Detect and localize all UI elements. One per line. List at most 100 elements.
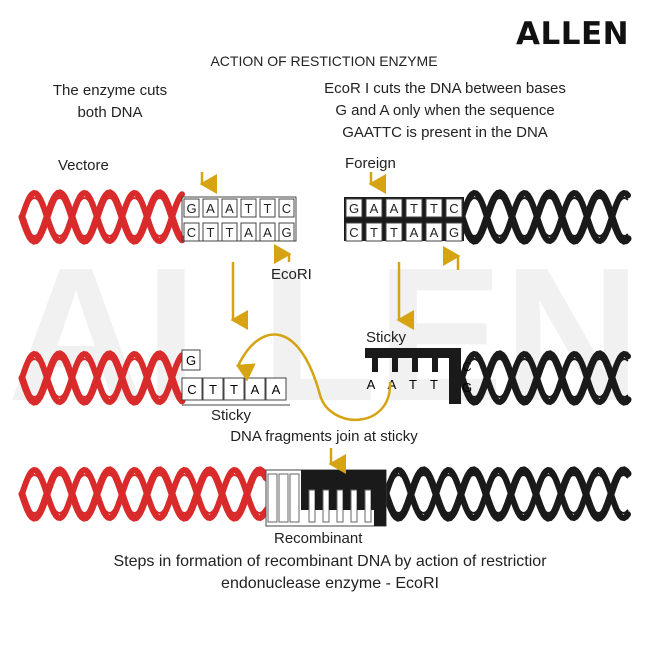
base-letter: A xyxy=(430,225,439,240)
comb-tooth xyxy=(412,356,418,372)
base-letter: C xyxy=(282,201,291,216)
helix-edge xyxy=(21,357,183,399)
comb-tooth xyxy=(301,470,309,510)
base-letter: A xyxy=(225,201,234,216)
base-cell xyxy=(259,198,276,218)
base-cell xyxy=(425,222,443,242)
base-cell xyxy=(445,198,463,218)
base-cell xyxy=(221,198,238,218)
comb-bar xyxy=(365,348,461,358)
base-cell xyxy=(365,222,383,242)
vector-label: Vectore xyxy=(58,157,109,174)
base-cell xyxy=(183,198,200,218)
base-letter: A xyxy=(367,377,376,392)
base-letter: T xyxy=(230,382,238,397)
base-cell xyxy=(265,377,287,401)
end-bar xyxy=(374,470,386,526)
comb-tooth xyxy=(329,470,337,510)
dna-helices xyxy=(18,189,632,522)
helix-edge xyxy=(21,196,183,238)
comb-tooth xyxy=(392,356,398,372)
ecori-label: EcoRI xyxy=(271,266,312,283)
base-letter: G xyxy=(186,353,196,368)
base-cell xyxy=(181,349,201,371)
helix-edge xyxy=(21,196,183,238)
helix-edge xyxy=(21,473,267,515)
base-letter: T xyxy=(226,225,234,240)
base-letter: T xyxy=(409,377,417,392)
helix-edge xyxy=(461,196,629,238)
white-cell xyxy=(308,489,316,523)
note-line: G and A only when the sequence xyxy=(335,102,555,119)
base-cell xyxy=(223,377,245,401)
comb-tooth xyxy=(372,356,378,372)
note-line: GAATTC is present in the DNA xyxy=(342,124,548,141)
base-letter: T xyxy=(430,377,438,392)
vector-helix-row2 xyxy=(18,350,186,406)
base-cell xyxy=(445,222,463,242)
helix-edge xyxy=(21,473,267,515)
white-cell xyxy=(350,489,358,523)
base-cell xyxy=(202,198,219,218)
comb-tooth xyxy=(315,470,323,510)
base-letter: A xyxy=(244,225,253,240)
enzyme-cuts-note: The enzyme cuts both DNA xyxy=(30,80,190,124)
vector-helix-row1 xyxy=(18,189,186,245)
helix-edge xyxy=(385,473,629,515)
base-letter: T xyxy=(370,225,378,240)
foreign-label: Foreign xyxy=(345,155,396,172)
join-curve-arrow xyxy=(235,333,392,422)
recombinant-label: Recombinant xyxy=(274,530,363,547)
base-letter: A xyxy=(390,201,399,216)
helix-edge xyxy=(461,196,629,238)
base-letter: G xyxy=(186,201,196,216)
box-fill xyxy=(344,197,464,241)
recombinant-junction xyxy=(265,469,387,527)
helix-edge xyxy=(461,357,629,399)
base-letter: G xyxy=(349,201,359,216)
base-cell xyxy=(181,377,203,401)
base-cell xyxy=(278,198,295,218)
base-cell xyxy=(405,198,423,218)
helix-edge xyxy=(385,473,629,515)
base-cell xyxy=(345,198,363,218)
base-letter: T xyxy=(264,201,272,216)
end-bar xyxy=(449,348,461,404)
note-line: both DNA xyxy=(77,104,143,121)
base-letter: C xyxy=(449,201,458,216)
box-outline xyxy=(181,196,297,242)
base-letter: C xyxy=(187,225,196,240)
base-letter: A xyxy=(272,382,281,397)
base-letter: A xyxy=(206,201,215,216)
base-letter: G xyxy=(462,380,472,395)
helix-edge xyxy=(461,357,629,399)
base-letter: A xyxy=(410,225,419,240)
caption-line: Steps in formation of recombinant DNA by… xyxy=(113,553,547,570)
base-letter: G xyxy=(449,225,459,240)
base-letter: T xyxy=(209,382,217,397)
white-cell xyxy=(336,489,344,523)
page-title: ACTION OF RESTICTION ENZYME xyxy=(210,53,438,69)
base-cell xyxy=(202,377,224,401)
join-label: DNA fragments join at sticky xyxy=(230,428,418,445)
base-letter: C xyxy=(187,382,196,397)
base-cell xyxy=(365,198,383,218)
base-letter: C xyxy=(349,225,358,240)
sticky-end-vector-label: Sticky xyxy=(211,407,252,424)
base-cell xyxy=(385,222,403,242)
base-letter: T xyxy=(245,201,253,216)
ecori-note: EcoR I cuts the DNA between bases G and … xyxy=(300,78,590,144)
base-cell xyxy=(345,222,363,242)
base-letter: A xyxy=(263,225,272,240)
note-line: The enzyme cuts xyxy=(52,82,168,99)
base-cell xyxy=(425,198,443,218)
brand-logo: ALLEN xyxy=(516,16,630,52)
white-cell xyxy=(278,473,289,523)
sticky-end-foreign-label: Sticky xyxy=(366,329,407,346)
foreign-helix-row2 xyxy=(458,350,632,406)
base-cell xyxy=(405,222,423,242)
